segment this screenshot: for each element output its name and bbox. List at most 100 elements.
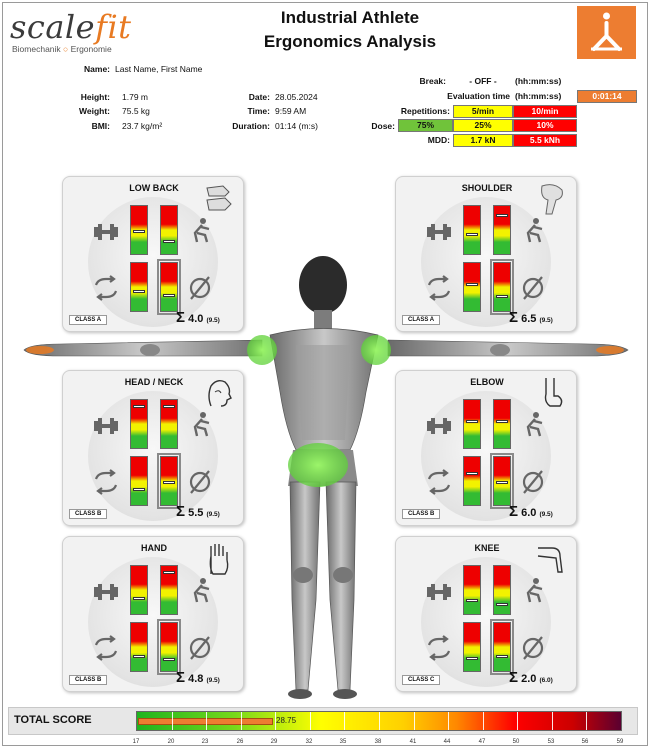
- risk-bar-marker: [496, 481, 508, 484]
- evaluation-time-label: Evaluation time: [447, 91, 510, 101]
- risk-bar-marker: [496, 214, 508, 217]
- page-title-line2: Ergonomics Analysis: [263, 32, 437, 51]
- scale-tick-label: 23: [201, 739, 209, 745]
- scale-tick-line: [172, 712, 173, 730]
- risk-bar: [160, 399, 178, 449]
- panel-score: Σ 6.5 (9.5): [509, 309, 553, 326]
- risk-bar-marker: [133, 290, 145, 293]
- empty-set-icon: [187, 635, 213, 661]
- weight-icon: [93, 413, 119, 439]
- panel-score-value: 6.0: [521, 507, 537, 519]
- panel-class-badge: CLASS A: [69, 315, 108, 325]
- weight-icon: [93, 219, 119, 245]
- scale-tick-label: 20: [167, 739, 175, 745]
- app-logo-icon: [577, 6, 636, 59]
- panel-class-badge: CLASS B: [69, 675, 108, 685]
- scale-tick-line: [344, 712, 345, 730]
- repeat-icon: [93, 275, 119, 301]
- mdd-warn-cell: 1.7 kN: [453, 134, 513, 147]
- total-score-label: TOTAL SCORE: [14, 714, 92, 726]
- time-label: Time:: [247, 106, 270, 116]
- posture-icon: [187, 411, 213, 437]
- scale-tick-label: 41: [409, 739, 417, 745]
- knee-icon: [536, 542, 566, 576]
- panel-score-value: 5.5: [188, 507, 204, 519]
- risk-bar-marker: [163, 658, 175, 661]
- scale-tick-line: [206, 712, 207, 730]
- vertebra-icon: [203, 182, 233, 216]
- time-value: 9:59 AM: [275, 106, 307, 116]
- scale-tick-line: [379, 712, 380, 730]
- scale-tick-line: [448, 712, 449, 730]
- panel-score-value: 4.8: [188, 673, 204, 685]
- risk-bar-marker: [496, 420, 508, 423]
- duration-label: Duration:: [232, 121, 270, 131]
- panel-circle: [88, 197, 218, 327]
- hand-icon: [203, 542, 233, 576]
- risk-bar-marker: [466, 233, 478, 236]
- sigma-icon: Σ: [176, 669, 186, 686]
- scale-tick-line: [275, 712, 276, 730]
- risk-bar: [463, 456, 481, 506]
- name-label: Name:: [84, 64, 110, 74]
- evaluation-time-unit: (hh:mm:ss): [515, 91, 562, 101]
- total-score-value: 28.75: [276, 716, 297, 725]
- panel-score: Σ 4.8 (9.5): [176, 669, 220, 686]
- scale-tick-line: [552, 712, 553, 730]
- risk-bar-marker: [133, 405, 145, 408]
- duration-value: 01:14 (m:s): [275, 121, 318, 131]
- panel-score-value: 6.5: [521, 313, 537, 325]
- panel-class-badge: CLASS A: [402, 315, 441, 325]
- risk-bar: [490, 619, 514, 675]
- risk-bar-marker: [163, 481, 175, 484]
- scale-tick-label: 50: [512, 739, 520, 745]
- weight-icon: [426, 579, 452, 605]
- risk-bar-marker: [496, 655, 508, 658]
- posture-icon: [520, 411, 546, 437]
- height-label: Height:: [80, 92, 110, 102]
- repeat-icon: [426, 635, 452, 661]
- risk-bar: [493, 205, 511, 255]
- weight-label: Weight:: [78, 106, 110, 116]
- shoulder-joint-icon: [536, 182, 566, 216]
- break-value: - OFF -: [469, 76, 497, 86]
- risk-bar: [463, 399, 481, 449]
- empty-set-icon: [187, 469, 213, 495]
- risk-bar: [157, 453, 181, 509]
- total-score-scale: 28.75: [136, 711, 622, 731]
- risk-bar: [157, 619, 181, 675]
- risk-bar-marker: [496, 295, 508, 298]
- weight-icon: [426, 413, 452, 439]
- panel-circle: [88, 557, 218, 687]
- repetitions-limit-cell: 10/min: [513, 105, 577, 118]
- empty-set-icon: [520, 469, 546, 495]
- weight-icon: [426, 219, 452, 245]
- panel-circle: [421, 557, 551, 687]
- panel-title: ELBOW: [470, 377, 504, 387]
- elbow-icon: [536, 376, 566, 410]
- risk-bar: [493, 565, 511, 615]
- risk-bar-marker: [466, 472, 478, 475]
- brand-tagline: Biomechanik ○ Ergonomie: [12, 44, 112, 54]
- scale-tick-label: 38: [374, 739, 382, 745]
- total-score-fill: [138, 718, 273, 725]
- scale-tick-label: 32: [305, 739, 313, 745]
- name-value: Last Name, First Name: [115, 64, 203, 74]
- panel-circle: [421, 197, 551, 327]
- scale-tick-label: 35: [339, 739, 347, 745]
- scale-tick-label: 26: [236, 739, 244, 745]
- bmi-value: 23.7 kg/m²: [122, 121, 163, 131]
- sigma-icon: Σ: [176, 503, 186, 520]
- dose-warn-cell: 25%: [453, 119, 513, 132]
- repetitions-label: Repetitions:: [400, 106, 450, 116]
- panel-score: Σ 5.5 (9.5): [176, 503, 220, 520]
- risk-bar-marker: [163, 571, 175, 574]
- panel-score-max: (6.0): [539, 677, 553, 684]
- height-value: 1.79 m: [122, 92, 148, 102]
